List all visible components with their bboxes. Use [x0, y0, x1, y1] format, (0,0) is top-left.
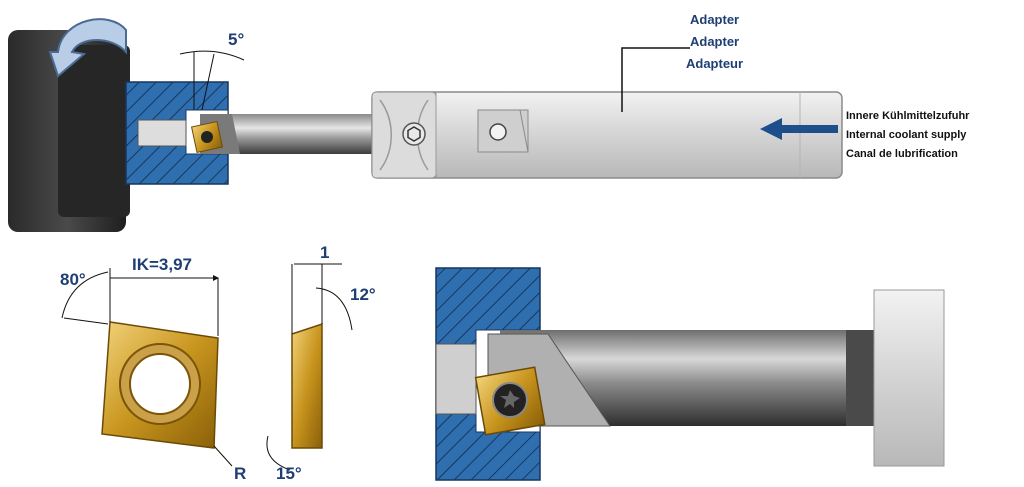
insert-detail	[474, 366, 546, 436]
adapter-leader-line	[621, 47, 690, 112]
coolant-arrow-icon	[760, 118, 838, 140]
insert-side-view	[266, 263, 353, 471]
insert-front-view	[101, 321, 219, 449]
adapter-body	[371, 91, 843, 179]
angle-15-label: 15°	[276, 464, 302, 483]
insert-top-view	[190, 120, 224, 154]
insert-80-dimension	[61, 268, 219, 336]
radius-leader-line	[213, 445, 233, 467]
adapter-label-de: Adapter	[690, 12, 740, 27]
lathe-chuck	[8, 30, 130, 232]
rotation-arrow-icon	[48, 18, 127, 78]
thickness-label: 1	[320, 243, 330, 262]
angle-80-label: 80°	[60, 270, 86, 289]
coolant-label-en: Internal coolant supply	[846, 129, 967, 141]
adapter-label-fr: Adapteur	[686, 56, 744, 71]
coolant-label-fr: Canal de lubrification	[846, 148, 958, 160]
adapter-label-en: Adapter	[690, 34, 740, 49]
hex-screw-icon	[402, 122, 426, 146]
coolant-label-de: Innere Kühlmittelzufuhr	[846, 110, 970, 122]
angle-12-label: 12°	[350, 285, 376, 304]
angle-5-dimension	[179, 50, 245, 111]
boring-bar-detail	[487, 289, 945, 467]
radius-label: R	[234, 464, 247, 483]
angle-5-label: 5°	[228, 30, 245, 49]
boring-bar-shaft	[200, 114, 380, 154]
ik-label: IK=3,97	[132, 255, 193, 274]
set-screw-icon	[489, 123, 507, 141]
